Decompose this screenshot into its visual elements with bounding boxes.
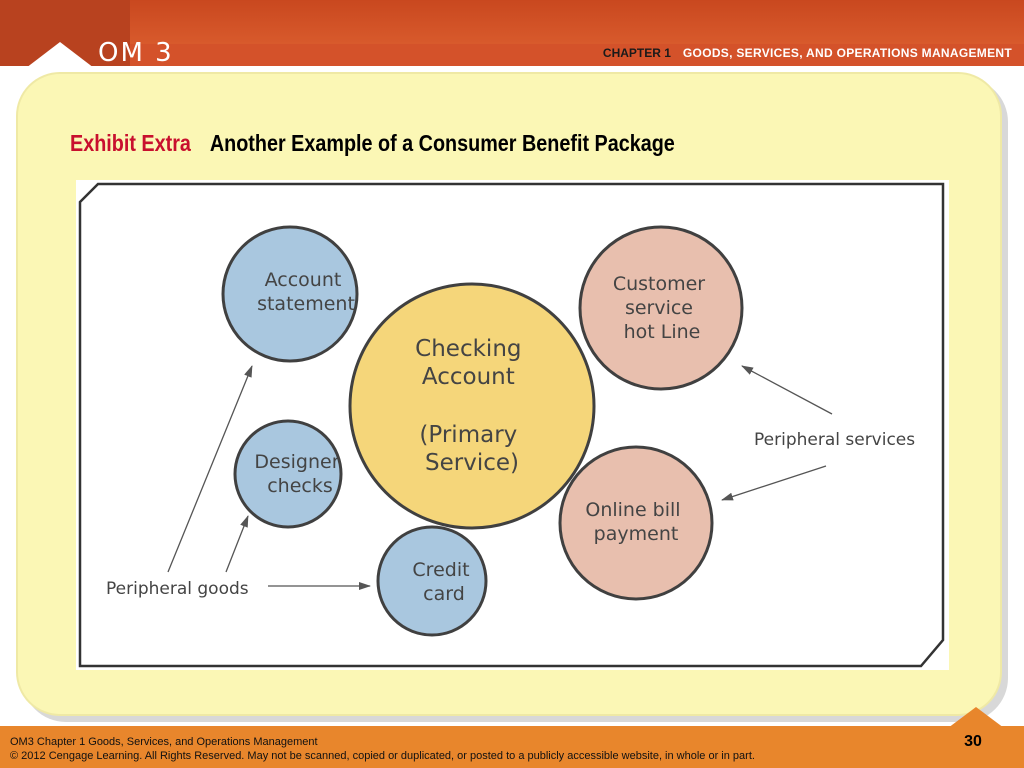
account-statement-circle (221, 225, 359, 363)
benefit-package-diagram: Account statement Designer checks Credit… (78, 182, 945, 668)
account-statement-label-1: Account (265, 269, 342, 291)
arrow-to-customer-service (741, 365, 833, 415)
online-bill-label-2: payment (594, 523, 679, 545)
chapter-label: CHAPTER 1 (602, 46, 671, 60)
checking-account-label-1: Checking (415, 336, 521, 362)
svg-text:Designer checks: Designer checks (254, 451, 345, 497)
logo: OM 3 (24, 38, 184, 70)
credit-card-label-1: Credit (412, 559, 469, 581)
svg-text:Checking Account (: Checking Account (Primary Service) (415, 336, 529, 476)
checking-account-label-4: Service) (425, 450, 519, 476)
online-bill-circle (558, 445, 714, 601)
designer-checks-label-1: Designer (254, 451, 339, 473)
svg-text:Account statement: Account statement (257, 269, 355, 315)
customer-service-circle (578, 225, 744, 391)
header-band-top (130, 0, 1024, 44)
svg-text:Online bill payment: Online bill payment (585, 499, 686, 545)
checking-account-label-3: (Primary (419, 422, 517, 448)
arrow-to-online-bill (721, 465, 827, 501)
arrow-to-account-statement (167, 365, 253, 573)
exhibit-label: Exhibit Extra (70, 130, 191, 156)
svg-text:Credit card: Credit card (412, 559, 475, 605)
peripheral-goods-label: Peripheral goods (106, 579, 249, 599)
designer-checks-label-2: checks (267, 475, 333, 497)
slide-title: Exhibit Extra Another Example of a Consum… (70, 130, 675, 157)
customer-service-label-1: Customer (613, 273, 705, 295)
peripheral-services-label: Peripheral services (754, 430, 915, 450)
logo-triangle-icon (26, 42, 94, 68)
svg-text:Customer service h: Customer service hot Line (613, 273, 711, 343)
exhibit-title: Another Example of a Consumer Benefit Pa… (209, 130, 675, 156)
checking-account-label-2: Account (422, 364, 515, 390)
online-bill-label-1: Online bill (585, 499, 680, 521)
checking-account-circle (348, 282, 596, 530)
page-number: 30 (964, 733, 982, 750)
footer-course-line: OM3 Chapter 1 Goods, Services, and Opera… (10, 736, 318, 748)
footer-band: OM3 Chapter 1 Goods, Services, and Opera… (0, 726, 1024, 768)
credit-card-circle (376, 525, 488, 637)
chapter-title: GOODS, SERVICES, AND OPERATIONS MANAGEME… (682, 46, 1012, 60)
credit-card-label-2: card (423, 583, 465, 605)
chapter-heading: CHAPTER 1 GOODS, SERVICES, AND OPERATIONS… (603, 46, 1012, 60)
benefit-package-figure: Account statement Designer checks Credit… (76, 180, 949, 670)
customer-service-label-3: hot Line (624, 321, 701, 343)
arrow-to-designer-checks (225, 515, 249, 573)
footer-copyright-line: © 2012 Cengage Learning. All Rights Rese… (10, 750, 755, 762)
customer-service-label-2: service (625, 297, 693, 319)
logo-text: OM 3 (98, 38, 174, 68)
page-tab-triangle-icon (948, 707, 1004, 728)
designer-checks-circle (233, 419, 343, 529)
account-statement-label-2: statement (257, 293, 355, 315)
